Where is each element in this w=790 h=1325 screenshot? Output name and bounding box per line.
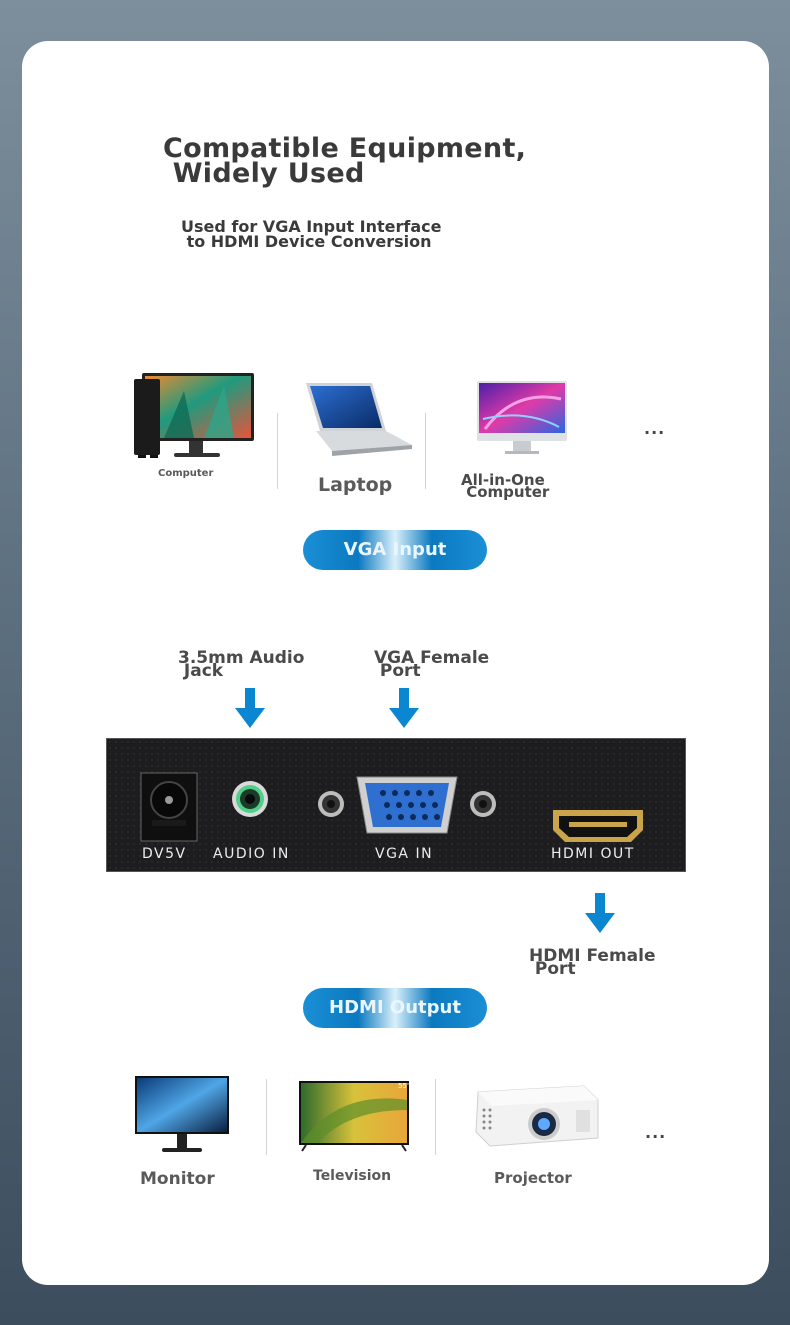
more-devices-ellipsis: ... <box>645 1123 667 1142</box>
divider <box>425 413 426 489</box>
more-devices-ellipsis: ... <box>644 419 666 438</box>
divider <box>435 1079 436 1155</box>
television-label: Television <box>313 1168 392 1184</box>
arrow-down-icon <box>235 688 265 728</box>
vga-input-pill: VGA Input <box>303 530 487 570</box>
port-label-hdmi: HDMI OUT <box>551 846 635 862</box>
hdmi-port-callout-1: HDMI Female <box>529 946 656 966</box>
arrow-down-icon <box>585 893 615 933</box>
laptop-icon <box>302 379 414 459</box>
tv-size-badge: 55" <box>398 1082 411 1090</box>
hdmi-port-callout-2: Port <box>529 959 576 979</box>
divider <box>266 1079 267 1155</box>
audio-jack-callout-2: Jack <box>178 661 224 681</box>
hdmi-output-pill-label: HDMI Output <box>329 997 461 1018</box>
converter-device: DV5V AUDIO IN VGA IN HDMI OUT <box>106 738 686 872</box>
hdmi-port-icon <box>553 810 643 842</box>
television-icon <box>298 1080 410 1152</box>
laptop-label: Laptop <box>318 474 393 496</box>
vga-port-callout-2: Port <box>374 661 421 681</box>
all-in-one-label-2: Computer <box>461 483 550 501</box>
subtitle-line-1: Used for VGA Input Interface <box>181 217 442 236</box>
content-card: Compatible Equipment, Widely Used Used f… <box>22 41 769 1285</box>
audio-jack-callout-1: 3.5mm Audio <box>178 648 305 668</box>
all-in-one-label-1: All-in-One <box>461 471 545 489</box>
monitor-label: Monitor <box>140 1169 215 1189</box>
vga-port-icon <box>356 776 458 834</box>
divider <box>277 413 278 489</box>
desktop-computer-icon <box>134 371 256 461</box>
hdmi-output-pill: HDMI Output <box>303 988 487 1028</box>
port-label-audio: AUDIO IN <box>213 846 290 862</box>
subtitle-line-2: to HDMI Device Conversion <box>181 232 432 251</box>
dc-power-jack-icon <box>140 772 198 842</box>
vga-port-callout-1: VGA Female <box>374 648 490 668</box>
vga-input-pill-label: VGA Input <box>343 539 447 560</box>
projector-icon <box>472 1080 602 1152</box>
port-label-vga: VGA IN <box>375 846 434 862</box>
audio-jack-icon <box>232 781 268 817</box>
computer-label: Computer <box>158 468 214 479</box>
screw-icon <box>470 791 496 817</box>
port-label-dc: DV5V <box>142 846 187 862</box>
title-line-1: Compatible Equipment, <box>163 133 527 164</box>
all-in-one-computer-icon <box>475 379 569 455</box>
title-line-2: Widely Used <box>163 158 365 189</box>
screw-icon <box>318 791 344 817</box>
monitor-icon <box>134 1074 230 1156</box>
arrow-down-icon <box>389 688 419 728</box>
projector-label: Projector <box>494 1169 572 1187</box>
